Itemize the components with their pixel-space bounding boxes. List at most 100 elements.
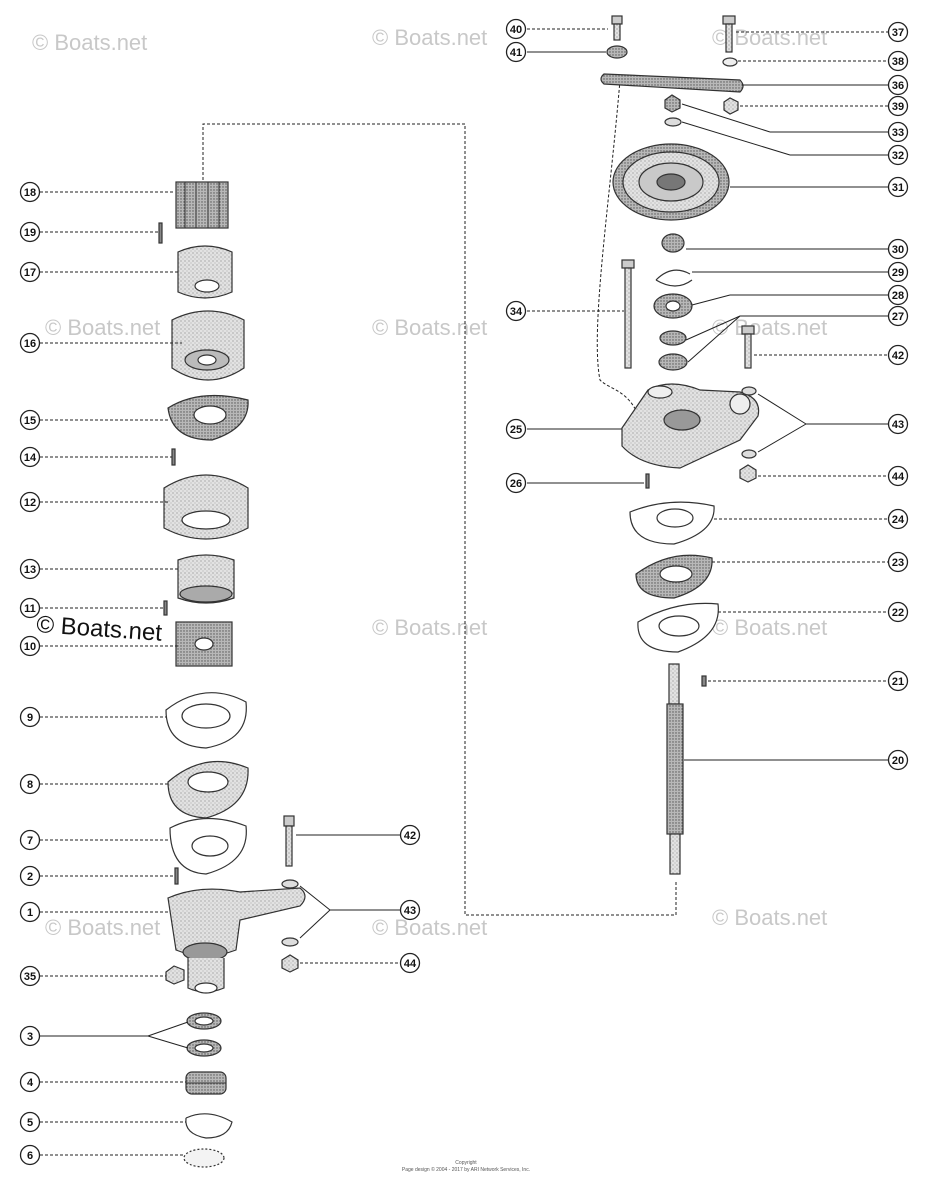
callout-43: 43	[887, 413, 909, 435]
callout-circle	[19, 829, 41, 851]
callout-42: 42	[887, 344, 909, 366]
bolt-42-right	[741, 325, 755, 369]
callout-number: 35	[24, 971, 36, 983]
drive-shaft-20	[666, 663, 684, 875]
callout-number: 29	[892, 267, 904, 279]
gasket-9	[165, 692, 247, 749]
callout-number: 23	[892, 557, 904, 569]
callout-number: 43	[404, 905, 416, 917]
watermark: © Boats.net	[32, 30, 147, 55]
callout-5: 5	[19, 1111, 41, 1133]
callout-number: 44	[892, 471, 905, 483]
callout-circle	[19, 181, 41, 203]
callout-circle	[19, 901, 41, 923]
callout-number: 18	[24, 187, 36, 199]
belt-connector-line	[596, 79, 641, 421]
callout-11: 11	[19, 597, 41, 619]
watermark: © Boats.net	[372, 915, 487, 940]
nut-44-right	[739, 464, 757, 483]
callout-number: 25	[510, 424, 522, 436]
gasket-24	[629, 501, 715, 545]
seals-3	[186, 1012, 222, 1057]
callout-circle	[505, 418, 527, 440]
key-21	[701, 675, 707, 687]
impeller-upper	[175, 181, 229, 229]
callout-circle	[887, 551, 909, 573]
gasket-22	[637, 602, 719, 653]
callout-number: 3	[27, 1031, 33, 1043]
callout-8: 8	[19, 773, 41, 795]
washer-43-right-a	[741, 386, 757, 396]
plate-8	[167, 761, 249, 819]
callout-number: 42	[892, 350, 904, 362]
callout-number: 39	[892, 101, 904, 113]
callout-circle	[887, 95, 909, 117]
callout-35: 35	[19, 965, 41, 987]
callout-number: 11	[24, 603, 36, 615]
copyright-line-2: Page design © 2004 - 2017 by ARI Network…	[402, 1166, 530, 1173]
callout-33: 33	[887, 121, 909, 143]
nut-39	[723, 97, 739, 115]
callout-44: 44	[399, 952, 421, 974]
callout-29: 29	[887, 261, 909, 283]
callout-circle	[19, 1111, 41, 1133]
callout-circle	[887, 261, 909, 283]
callout-circle	[19, 1071, 41, 1093]
callout-44: 44	[887, 465, 909, 487]
callout-24: 24	[887, 508, 909, 530]
bolt-42-left	[283, 815, 295, 867]
callout-15: 15	[19, 409, 41, 431]
callout-circle	[19, 635, 41, 657]
callout-circle	[887, 50, 909, 72]
callout-20: 20	[887, 749, 909, 771]
callout-circle	[887, 144, 909, 166]
washer-43-right-b	[741, 449, 757, 459]
seal-6	[183, 1148, 225, 1168]
callout-number: 36	[892, 80, 904, 92]
callout-number: 15	[24, 415, 36, 427]
callout-circle	[505, 18, 527, 40]
callout-13: 13	[19, 558, 41, 580]
screw-40	[611, 15, 623, 41]
callout-circle	[887, 305, 909, 327]
callout-4: 4	[19, 1071, 41, 1093]
copyright-line-1: Copyright	[455, 1160, 477, 1166]
leader-lines	[40, 28, 889, 1156]
callout-number: 37	[892, 27, 904, 39]
watermark: © Boats.net	[712, 905, 827, 930]
bearing-28	[653, 293, 693, 319]
callout-37: 37	[887, 21, 909, 43]
callout-number: 33	[892, 127, 904, 139]
callout-circle	[887, 74, 909, 96]
snap-ring-5	[185, 1113, 233, 1139]
insert-17	[177, 245, 233, 299]
watermark: © Boats.net	[45, 315, 160, 340]
callout-circle	[887, 344, 909, 366]
pin-14	[171, 448, 176, 466]
pin-2	[174, 867, 179, 885]
nut-35	[165, 965, 185, 985]
callout-number: 8	[27, 779, 33, 791]
callout-21: 21	[887, 670, 909, 692]
callout-number: 1	[27, 907, 33, 919]
plate-23	[635, 554, 713, 599]
callout-36: 36	[887, 74, 909, 96]
callout-19: 19	[19, 221, 41, 243]
callout-circle	[19, 706, 41, 728]
right-assembly	[600, 15, 760, 875]
callout-circle	[505, 300, 527, 322]
callout-circle	[505, 472, 527, 494]
callout-27: 27	[887, 305, 909, 327]
callout-circle	[887, 284, 909, 306]
watermark-dark: © Boats.net	[36, 611, 164, 647]
callout-number: 14	[24, 452, 37, 464]
callout-number: 32	[892, 150, 904, 162]
callout-number: 5	[27, 1117, 33, 1129]
gasket-7	[169, 817, 247, 875]
callout-17: 17	[19, 261, 41, 283]
bolt-37	[722, 15, 736, 53]
liner-13	[177, 554, 235, 604]
pump-housing-16	[171, 310, 245, 381]
callout-circle	[19, 965, 41, 987]
